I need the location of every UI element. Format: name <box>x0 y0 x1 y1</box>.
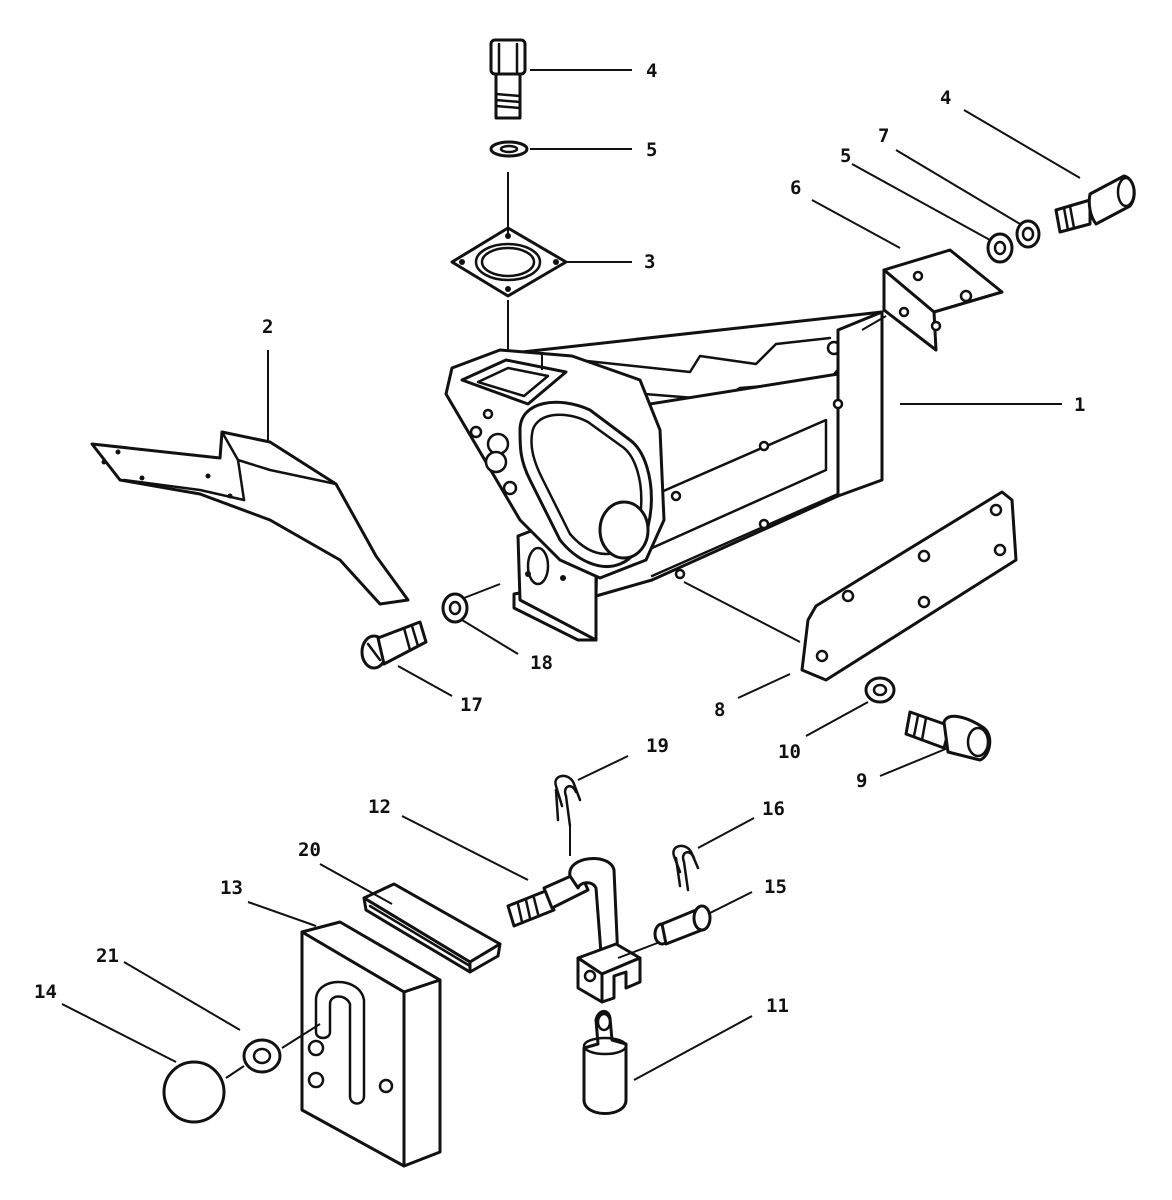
callout-12: 12 <box>368 796 391 818</box>
part-9-bolt <box>904 710 992 762</box>
part-4-bolt-top <box>489 38 527 120</box>
callout-10: 10 <box>778 741 801 763</box>
part-5-washer-right <box>986 232 1014 264</box>
callout-8: 8 <box>714 699 725 721</box>
part-5-washer-top <box>489 140 529 158</box>
part-13-plate <box>300 920 442 1168</box>
callout-18: 18 <box>530 652 553 674</box>
callout-20: 20 <box>298 839 321 861</box>
part-2-deflector <box>90 430 410 606</box>
part-15-bolt <box>653 904 712 946</box>
part-1-main-body <box>444 310 884 642</box>
part-20-pad <box>362 882 502 974</box>
part-10-washer <box>864 676 896 704</box>
callout-16: 16 <box>762 798 785 820</box>
part-4-bolt-right <box>1054 174 1136 234</box>
callout-1: 1 <box>1074 394 1085 416</box>
callout-17: 17 <box>460 694 483 716</box>
callout-2: 2 <box>262 316 273 338</box>
callout-11: 11 <box>766 995 789 1017</box>
callout-13: 13 <box>220 877 243 899</box>
callout-19: 19 <box>646 735 669 757</box>
callout-9: 9 <box>856 770 867 792</box>
part-17-screw <box>360 620 428 670</box>
leader-lines <box>61 69 1081 1081</box>
callout-labels: 4 5 3 1 2 4 7 5 6 8 10 9 18 17 19 12 16 … <box>34 60 1085 1017</box>
callout-4-top: 4 <box>646 60 657 82</box>
callout-15: 15 <box>764 876 787 898</box>
callout-5-top: 5 <box>646 139 657 161</box>
part-14-knob <box>162 1060 226 1124</box>
part-21-washer <box>242 1038 282 1074</box>
callout-3: 3 <box>644 251 655 273</box>
part-18-washer <box>441 592 469 624</box>
part-8-side-plate <box>800 490 1018 682</box>
part-11-lever-actuator <box>568 857 642 1115</box>
callout-21: 21 <box>96 945 119 967</box>
callout-6: 6 <box>790 177 801 199</box>
callout-5-right: 5 <box>840 145 851 167</box>
callout-4-right: 4 <box>940 87 951 109</box>
callout-7: 7 <box>878 125 889 147</box>
callout-14: 14 <box>34 981 57 1003</box>
part-6-bracket <box>882 248 1004 352</box>
part-16-clip <box>672 844 700 892</box>
part-3-flange-plate <box>450 226 568 298</box>
part-7-washer <box>1015 219 1041 249</box>
part-19-clip <box>554 774 582 828</box>
